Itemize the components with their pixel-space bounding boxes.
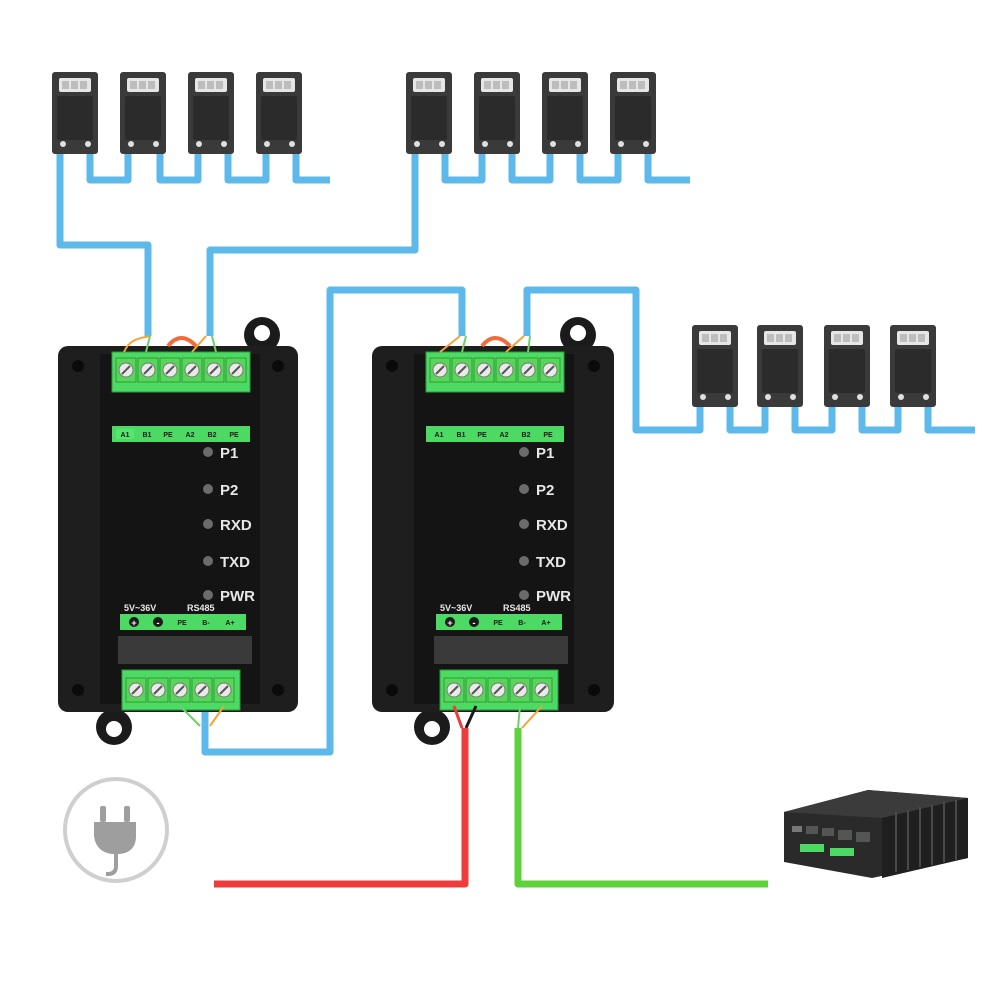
slave-group-3 (692, 325, 936, 407)
port-label: B2 (208, 432, 217, 439)
rs485-slave-module-icon[interactable] (120, 72, 166, 154)
slave-group-1 (52, 72, 302, 154)
led-label: P2 (220, 482, 238, 499)
port-label: B1 (457, 432, 466, 439)
rs485-slave-module-icon[interactable] (542, 72, 588, 154)
led-indicator (203, 519, 213, 529)
rs485-slave-module-icon[interactable] (610, 72, 656, 154)
led-label: TXD (536, 554, 566, 571)
led-indicator (519, 484, 529, 494)
rs485-slave-module-icon[interactable] (188, 72, 234, 154)
led-panel: P1 P2 RXD TXD PWR (519, 445, 571, 605)
bus-label: RS485 (187, 603, 215, 613)
terminal-label: - (157, 618, 160, 628)
led-indicator (519, 519, 529, 529)
terminal-label: A+ (225, 620, 234, 627)
rs485-slave-module-icon[interactable] (890, 325, 936, 407)
port-label: PE (543, 432, 553, 439)
rs485-slave-module-icon[interactable] (757, 325, 803, 407)
power-plug-icon (63, 777, 169, 883)
hub-right[interactable]: A1 B1 PE A2 B2 PE P1 P2 RXD TXD PWR 5V~3… (372, 317, 614, 745)
power-wire (214, 728, 469, 888)
port-label: B1 (143, 432, 152, 439)
port-label: A2 (186, 432, 195, 439)
led-indicator (203, 590, 213, 600)
led-label: P1 (536, 445, 554, 462)
bus-wires (56, 150, 975, 756)
port-label: PE (163, 432, 173, 439)
bottom-terminal-labels: + - PE B- A+ (445, 617, 551, 628)
port-label: PE (477, 432, 487, 439)
led-label: RXD (220, 517, 252, 534)
signal-wire (514, 728, 768, 888)
industrial-pc-icon[interactable] (784, 790, 968, 878)
led-label: P1 (220, 445, 238, 462)
slave-group-2 (406, 72, 656, 154)
terminal-label: A+ (541, 620, 550, 627)
terminal-label: B- (202, 620, 210, 627)
rs485-slave-module-icon[interactable] (256, 72, 302, 154)
rs485-slave-module-icon[interactable] (692, 325, 738, 407)
port-label: B2 (522, 432, 531, 439)
led-label: RXD (536, 517, 568, 534)
bus-wire-hub-link (201, 286, 466, 756)
port-label: PE (229, 432, 239, 439)
terminal-label: - (473, 618, 476, 628)
led-indicator (203, 447, 213, 457)
rs485-slave-module-icon[interactable] (406, 72, 452, 154)
rs485-slave-module-icon[interactable] (474, 72, 520, 154)
terminal-label: PE (493, 620, 503, 627)
bus-wire-group1 (56, 150, 152, 336)
bus-wire-group2 (206, 150, 419, 336)
power-label: 5V~36V (124, 603, 156, 613)
terminal-label: + (447, 618, 452, 628)
rs485-slave-module-icon[interactable] (52, 72, 98, 154)
power-label: 5V~36V (440, 603, 472, 613)
led-indicator (519, 556, 529, 566)
led-indicator (519, 590, 529, 600)
bus-label: RS485 (503, 603, 531, 613)
led-label: TXD (220, 554, 250, 571)
bottom-terminal-labels: + - PE B- A+ (129, 617, 235, 628)
hub-left[interactable]: A1 B1 PE A2 B2 PE P1 P2 RXD TXD PWR 5V~3… (58, 317, 298, 745)
bus-wire-group3 (523, 286, 704, 434)
terminal-label: PE (177, 620, 187, 627)
port-labels-top: A1 B1 PE A2 B2 PE (435, 432, 553, 439)
led-indicator (519, 447, 529, 457)
terminal-label: B- (518, 620, 526, 627)
port-label: A1 (121, 432, 130, 439)
led-label: PWR (536, 588, 571, 605)
led-label: PWR (220, 588, 255, 605)
led-panel: P1 P2 RXD TXD PWR (203, 445, 255, 605)
terminal-label: + (131, 618, 136, 628)
port-label: A1 (435, 432, 444, 439)
rs485-slave-module-icon[interactable] (824, 325, 870, 407)
led-indicator (203, 484, 213, 494)
led-indicator (203, 556, 213, 566)
port-label: A2 (500, 432, 509, 439)
led-label: P2 (536, 482, 554, 499)
port-labels-top: A1 B1 PE A2 B2 PE (116, 429, 239, 439)
